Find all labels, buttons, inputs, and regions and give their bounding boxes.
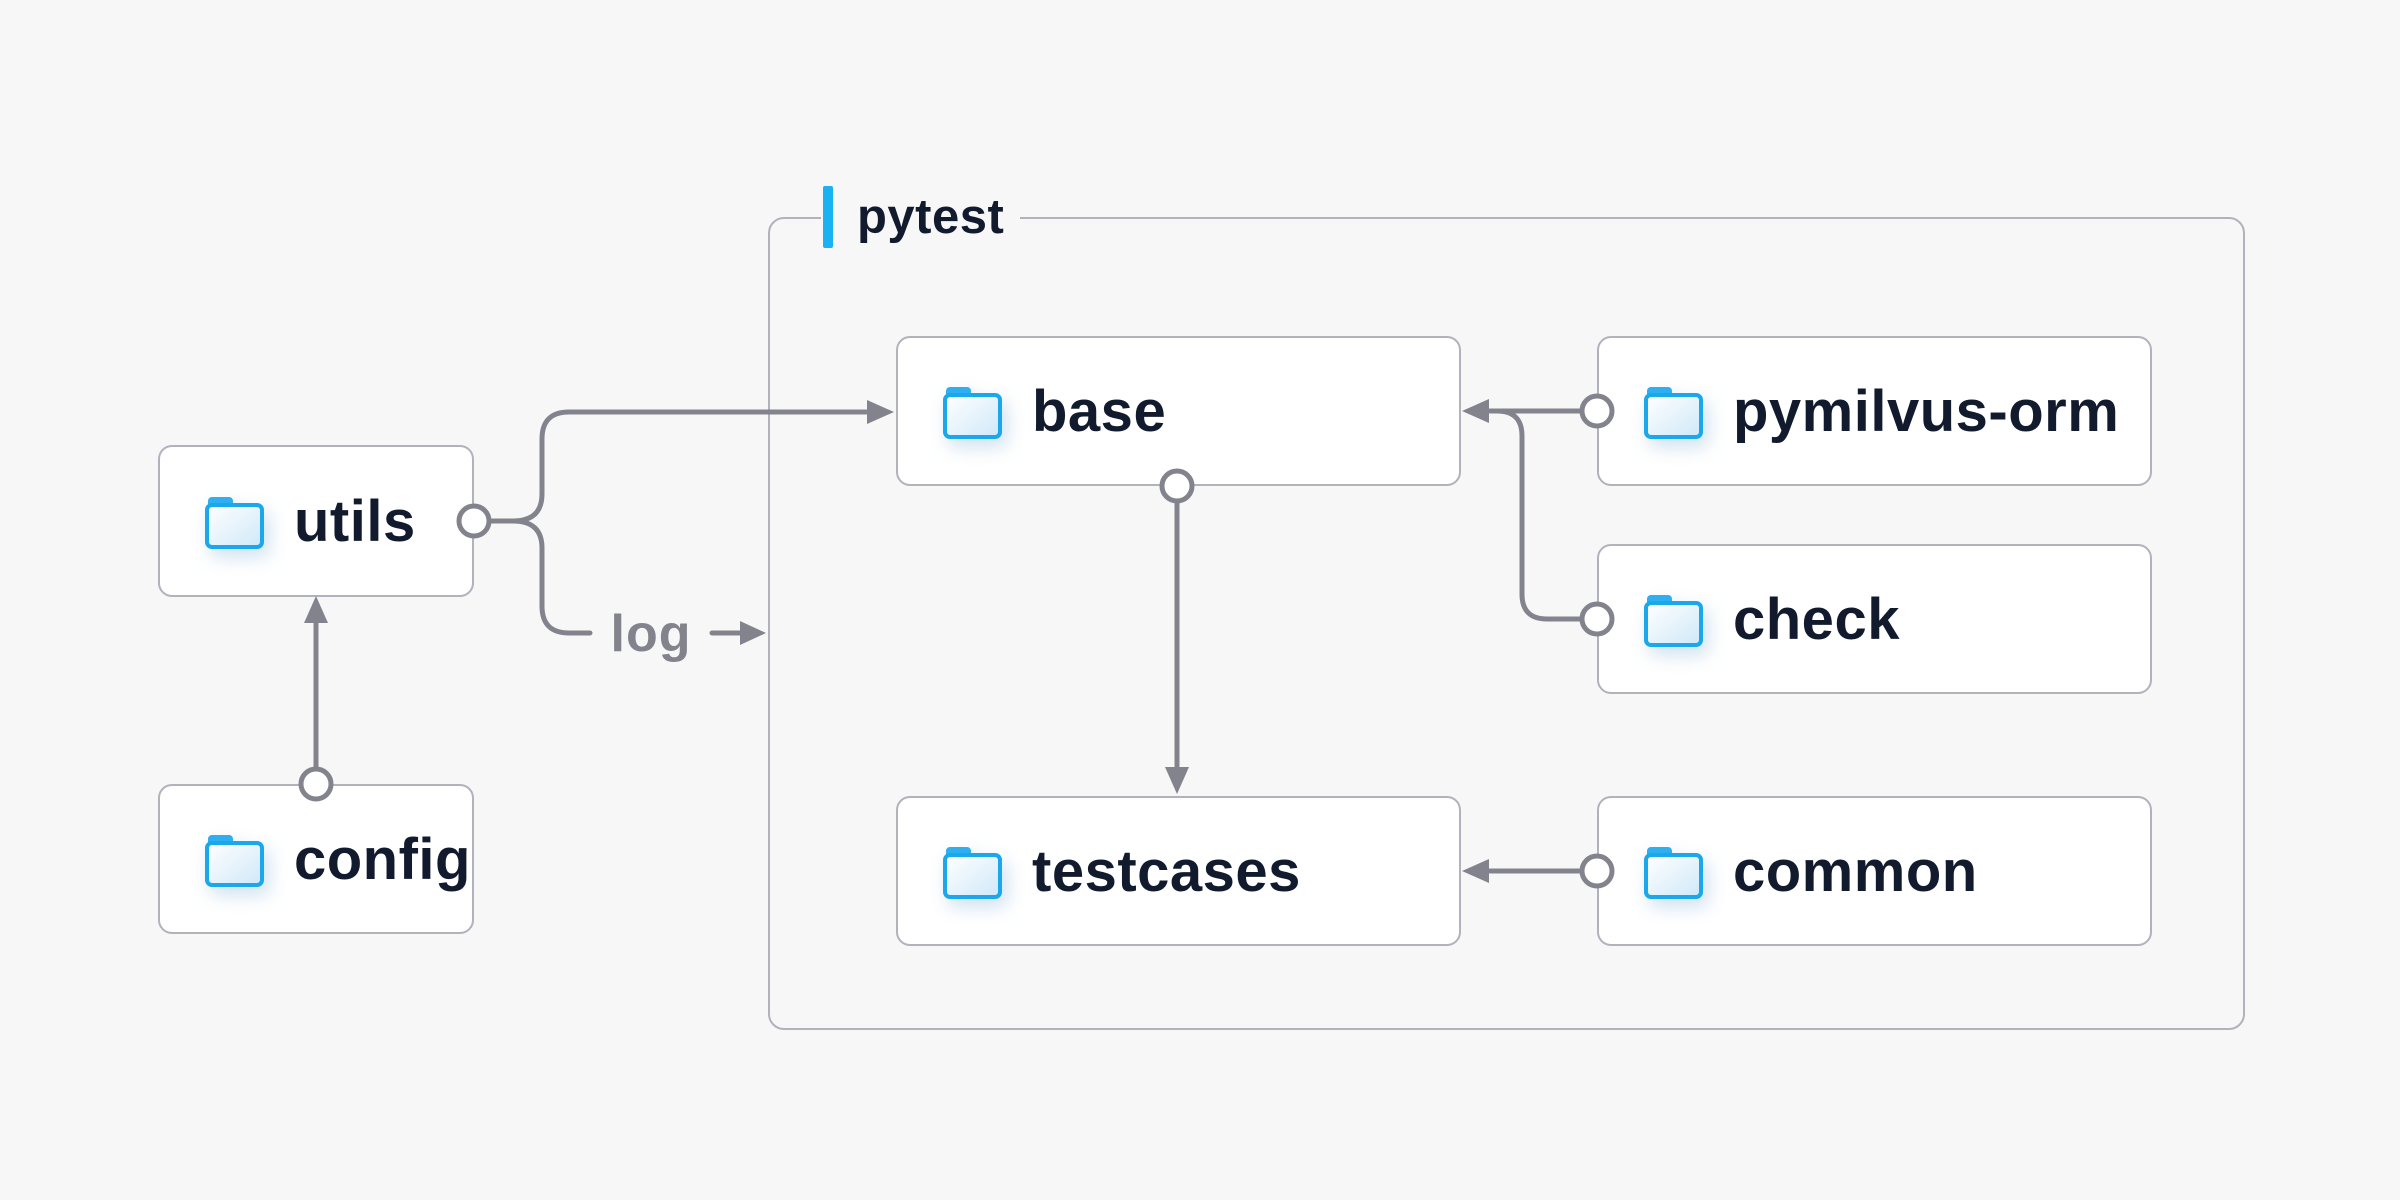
arrowhead-into-utils	[304, 596, 328, 623]
node-label: base	[1032, 378, 1167, 444]
folder-icon	[202, 830, 266, 888]
node-base: base	[896, 336, 1461, 486]
node-label: config	[294, 826, 471, 892]
folder-icon	[1641, 842, 1705, 900]
edge-utils-to-log	[510, 518, 593, 636]
node-check: check	[1597, 544, 2152, 694]
node-label: testcases	[1032, 838, 1301, 904]
pytest-group-label: pytest	[821, 184, 1021, 250]
node-common: common	[1597, 796, 2152, 946]
folder-icon	[202, 492, 266, 550]
accent-bar-icon	[823, 186, 833, 248]
node-label: check	[1733, 586, 1900, 652]
folder-icon	[940, 382, 1004, 440]
folder-icon	[940, 842, 1004, 900]
node-pymilvus-orm: pymilvus-orm	[1597, 336, 2152, 486]
node-label: common	[1733, 838, 1978, 904]
node-label: utils	[294, 488, 416, 554]
node-config: config	[158, 784, 474, 934]
folder-icon	[1641, 382, 1705, 440]
folder-icon	[1641, 590, 1705, 648]
node-label: pymilvus-orm	[1733, 378, 2120, 444]
node-testcases: testcases	[896, 796, 1461, 946]
edge-label-log: log	[610, 605, 692, 663]
group-title: pytest	[857, 190, 1005, 244]
arrowhead-into-pytest-border	[740, 621, 766, 645]
pytest-group-box	[768, 217, 2245, 1030]
node-utils: utils	[158, 445, 474, 597]
